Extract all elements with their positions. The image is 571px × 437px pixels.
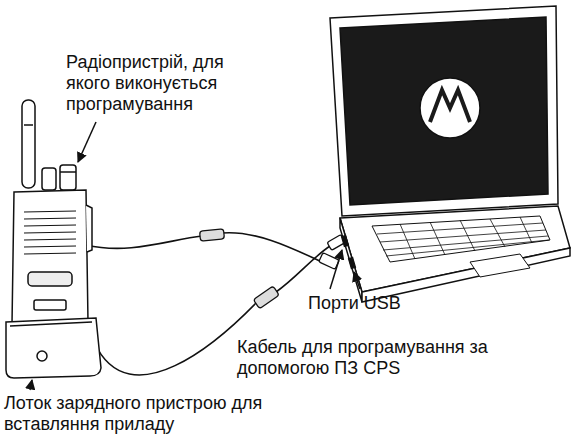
callout-label: Лоток зарядного пристрою для вставляння … <box>4 393 304 435</box>
radio <box>12 100 92 324</box>
charging-tray <box>6 318 101 378</box>
callout-label: Кабель для програмування за допомогою ПЗ… <box>237 337 567 379</box>
callout-label: Порти USB <box>308 293 428 314</box>
callout-label: Радіопристрій, для якого виконується про… <box>66 52 266 115</box>
laptop <box>330 6 570 302</box>
